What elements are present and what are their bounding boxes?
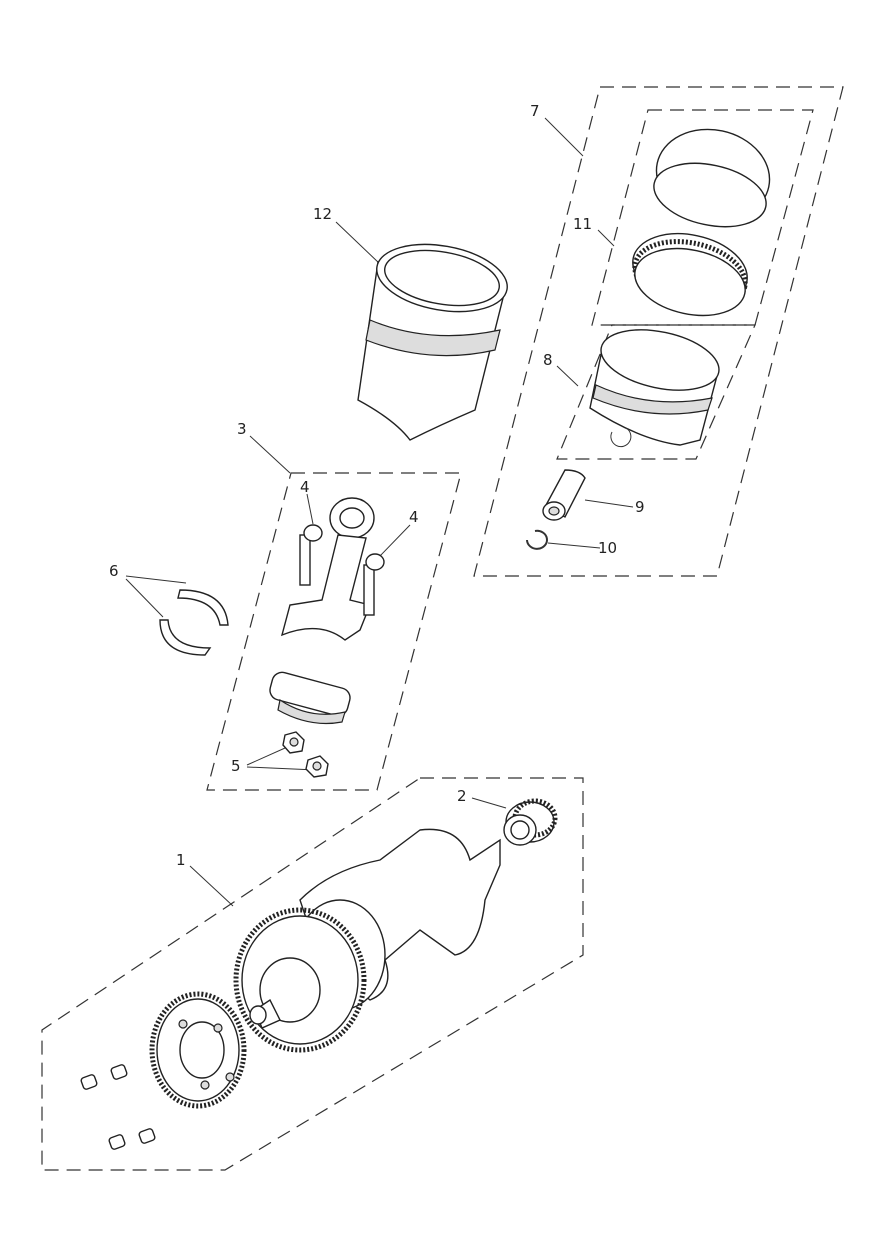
callout-5: 5 <box>231 757 241 775</box>
con-rod-bolts <box>299 524 385 616</box>
piston <box>589 329 720 448</box>
group-outline-7 <box>473 86 844 577</box>
callout-6: 6 <box>109 562 119 580</box>
callout-4a: 4 <box>300 478 310 496</box>
piston-rings <box>632 128 771 317</box>
callout-9: 9 <box>635 498 645 516</box>
callout-1: 1 <box>176 851 186 869</box>
callout-11: 11 <box>573 215 593 233</box>
callout-12: 12 <box>313 205 333 223</box>
callout-10: 10 <box>598 539 618 557</box>
connecting-rod <box>269 497 375 725</box>
group-outline-3 <box>206 472 462 791</box>
callout-3: 3 <box>237 420 247 438</box>
callout-8: 8 <box>543 351 553 369</box>
callout-2: 2 <box>457 787 467 805</box>
callout-7: 7 <box>530 102 540 120</box>
crankshaft <box>149 828 501 1109</box>
group-outline-8 <box>556 324 756 460</box>
con-rod-nuts <box>282 731 329 778</box>
group-outline-1 <box>41 777 584 1171</box>
circlip <box>526 529 548 550</box>
cylinder-liner <box>357 243 508 441</box>
bearing-shells <box>159 589 229 656</box>
crank-bearing <box>503 798 558 846</box>
leader-lines <box>125 117 634 907</box>
gear-bolts <box>80 1064 156 1150</box>
gudgeon-pin <box>542 469 586 521</box>
callout-4b: 4 <box>409 508 419 526</box>
